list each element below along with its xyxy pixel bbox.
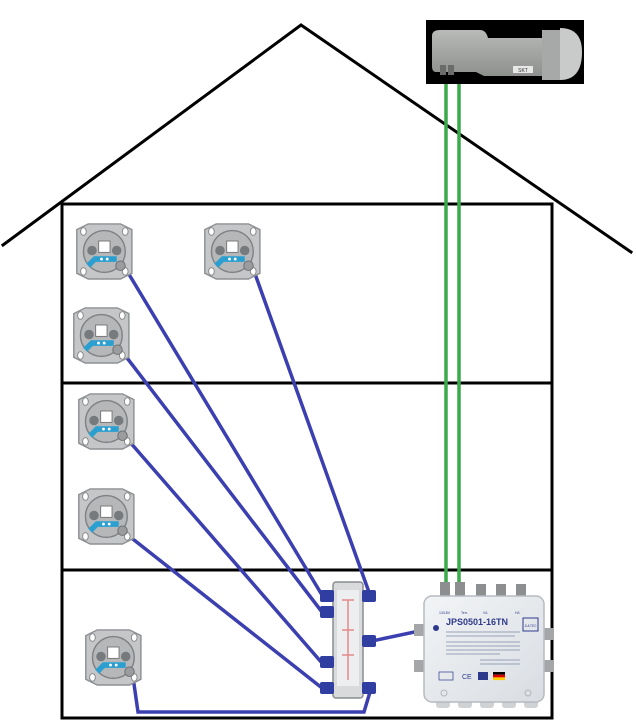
- splitter-port-4: [320, 682, 334, 694]
- german-flag-icon: [493, 672, 505, 681]
- lnb-connector-1: [440, 65, 446, 75]
- ms-port-label-1: 13/18V: [439, 611, 451, 615]
- ms-input-5: [516, 584, 526, 598]
- ms-terr-connector: [414, 624, 426, 636]
- coax-socket-5: [127, 534, 324, 690]
- ms-screw-right: [524, 689, 532, 697]
- coax-cables: [122, 269, 426, 714]
- ms-power-icon: [433, 625, 439, 631]
- ms-aux-connector: [414, 660, 426, 672]
- roof: [0, 23, 634, 255]
- multiswitch-brand: JULTEC: [525, 624, 538, 628]
- ms-cert-logo: [478, 672, 488, 680]
- socket-3[interactable]: [73, 307, 130, 364]
- multiswitch[interactable]: 13/18V Terr. V/L H/L JPS0501-16TN JULTEC…: [414, 582, 554, 708]
- ms-port-label-2: Terr.: [461, 611, 468, 615]
- coax-socket-4: [127, 439, 324, 665]
- splitter-port-2: [320, 606, 334, 618]
- lnb-feedhorn: [542, 30, 560, 80]
- splitter-port-6: [362, 682, 376, 694]
- lnb-cap: [560, 28, 582, 80]
- ms-port-label-3: V/L: [483, 611, 488, 615]
- multiswitch-brand-box: [522, 617, 539, 632]
- coax-socket-3: [122, 352, 324, 614]
- multiswitch-spec-lines: [446, 631, 520, 665]
- lnb-brand-label: SKT: [518, 68, 528, 74]
- ms-output-2: [542, 660, 554, 672]
- lnb-body: [432, 30, 542, 76]
- socket-5[interactable]: [78, 488, 135, 545]
- lnb-connector-2: [448, 65, 454, 75]
- house-outline: [0, 23, 634, 720]
- multiswitch-output-connectors: [414, 624, 554, 672]
- splitter-circuit-print: [342, 599, 354, 680]
- ms-ce-mark: CE: [462, 674, 472, 681]
- ms-output-1: [542, 628, 554, 640]
- socket-1[interactable]: [76, 223, 133, 280]
- multiswitch-body: [423, 595, 545, 703]
- splitter-port-5: [362, 590, 376, 602]
- socket-2[interactable]: [204, 223, 261, 280]
- splitter[interactable]: [320, 581, 376, 699]
- coax-socket-2: [252, 269, 372, 597]
- ms-input-4: [496, 584, 506, 598]
- splitter-input-port: [362, 635, 376, 647]
- house-walls: [60, 202, 554, 720]
- lnb-brand-plate: [513, 66, 533, 73]
- socket-6[interactable]: [85, 629, 142, 686]
- multiswitch-model: JPS0501-16TN: [446, 617, 508, 627]
- lnb-cables: [444, 84, 461, 584]
- ms-port-label-4: H/L: [515, 611, 521, 615]
- coax-socket-1: [125, 269, 324, 597]
- multiswitch-input-connectors: [440, 582, 526, 598]
- coax-socket-6: [132, 682, 372, 714]
- lnb[interactable]: SKT: [426, 20, 584, 84]
- ms-input-2: [455, 582, 465, 598]
- splitter-port-1: [320, 590, 334, 602]
- socket-4[interactable]: [78, 393, 135, 450]
- ms-logo-box: [438, 671, 454, 681]
- ms-input-3: [476, 584, 486, 598]
- ms-screw-left: [440, 689, 448, 697]
- splitter-port-3: [320, 656, 334, 668]
- ms-input-1: [440, 582, 450, 598]
- splitter-ports: [320, 590, 376, 694]
